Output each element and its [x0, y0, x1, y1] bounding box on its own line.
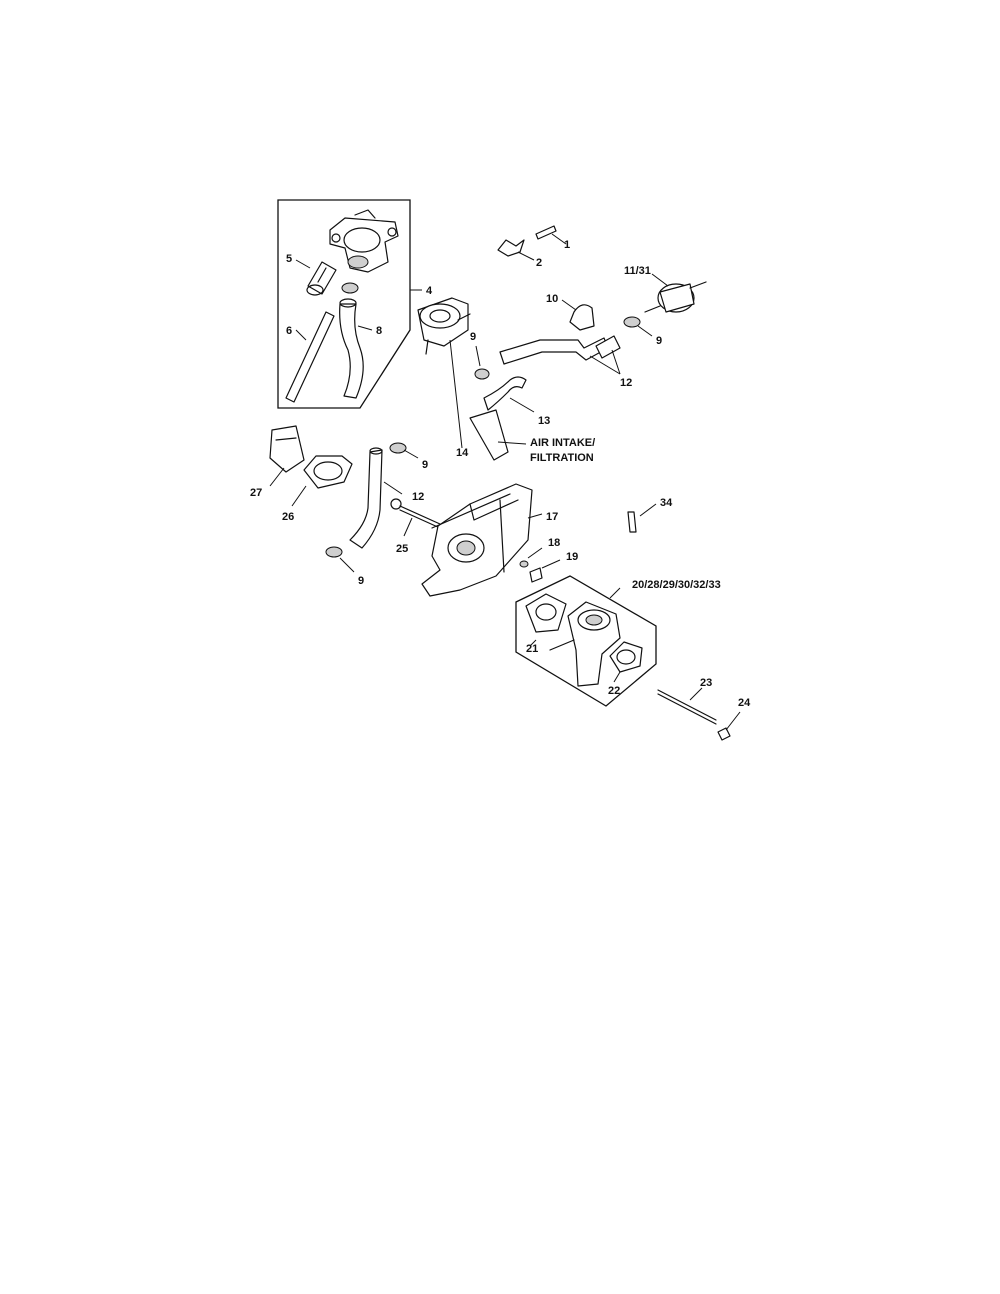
label-4: 4	[426, 285, 433, 297]
hose-part-8	[339, 303, 364, 399]
label-8: 8	[376, 325, 382, 337]
label-25: 25	[396, 543, 408, 555]
bracket-part-27	[269, 425, 305, 487]
fuel-pump-kit-group	[277, 199, 422, 409]
hose-part-12-lower	[349, 447, 403, 549]
kit-box-outline	[277, 199, 411, 409]
gasket-part-22	[609, 641, 643, 673]
label-9-center: 9	[470, 331, 476, 343]
label-23: 23	[700, 677, 712, 689]
label-21: 21	[526, 643, 538, 655]
label-13: 13	[538, 415, 550, 427]
label-9-right: 9	[656, 335, 662, 347]
screw-part-19	[529, 559, 561, 583]
label-air-intake: AIR INTAKE/	[530, 437, 595, 449]
filter-part-5	[306, 261, 337, 296]
pin-part-34	[627, 503, 657, 533]
label-9-middle: 9	[422, 459, 428, 471]
gasket-part-21	[525, 593, 567, 633]
gasket-part-26	[291, 455, 353, 507]
clamp-part-9-middle	[389, 442, 407, 454]
label-5: 5	[286, 253, 292, 265]
carb-box-outline	[515, 575, 657, 707]
bolt-part-25	[390, 498, 441, 537]
kit-clamp	[341, 282, 359, 294]
label-12-upper: 12	[620, 377, 632, 389]
callout-labels: 1 2 4 5 6 8 9 9 9 9 10 11/31 12 12 13 14…	[250, 239, 751, 709]
label-6: 6	[286, 325, 292, 337]
label-26: 26	[282, 511, 294, 523]
label-11-31: 11/31	[624, 265, 651, 277]
label-24: 24	[738, 697, 751, 709]
washer-part-18	[519, 560, 529, 568]
label-14: 14	[456, 447, 469, 459]
clamp-part-9-center	[474, 368, 490, 380]
nut-part-24	[717, 711, 741, 741]
label-22: 22	[608, 685, 620, 697]
shield-part-17	[421, 483, 543, 597]
label-12-lower: 12	[412, 491, 424, 503]
label-filtration: FILTRATION	[530, 452, 594, 464]
label-10: 10	[546, 293, 558, 305]
label-20-28-29-30-32-33: 20/28/29/30/32/33	[632, 579, 721, 591]
label-17: 17	[546, 511, 558, 523]
carburetor-kit-group	[515, 575, 657, 707]
fuel-filter-part-11-31	[644, 273, 707, 313]
label-9-bottom: 9	[358, 575, 364, 587]
pin-part-1	[535, 225, 567, 245]
fuel-pump-part	[329, 209, 399, 273]
label-19: 19	[566, 551, 578, 563]
air-intake-duct	[469, 409, 509, 461]
clamp-part-9-right	[623, 316, 641, 328]
label-2: 2	[536, 257, 542, 269]
bracket-part-10	[561, 299, 595, 331]
stud-part-23	[657, 687, 717, 725]
clamp-part-9-bottom	[325, 546, 343, 558]
label-18: 18	[548, 537, 560, 549]
label-27: 27	[250, 487, 262, 499]
carburetor-part	[549, 601, 621, 687]
clip-part-2	[497, 239, 535, 261]
label-34: 34	[660, 497, 673, 509]
label-1: 1	[564, 239, 570, 251]
hose-part-6	[285, 311, 335, 403]
fuel-pump-part-14	[417, 297, 471, 449]
hose-part-12-upper	[499, 335, 621, 375]
hose-part-13	[483, 376, 527, 411]
